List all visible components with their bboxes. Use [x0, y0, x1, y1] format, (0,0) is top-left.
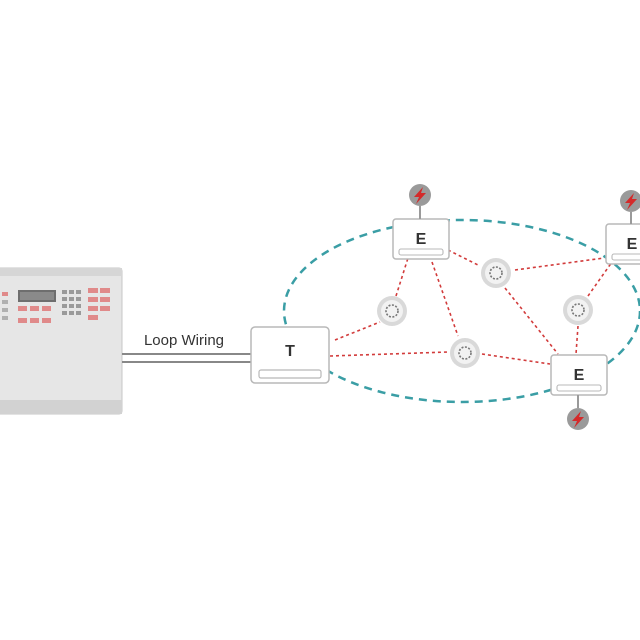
link-detector-top-expander-right [514, 257, 605, 271]
expander-label: E [627, 236, 638, 253]
smoke-detector-icon [481, 258, 511, 288]
link-detector-middle-expander-bottom [481, 353, 551, 365]
expander-node-right: E [605, 223, 640, 265]
loop-wiring [122, 353, 252, 363]
link-translator-detector-left [334, 321, 381, 341]
link-expander-top-detector-middle [431, 261, 459, 337]
link-detector-right-expander-right [587, 261, 613, 297]
lightning-bolt-icon [620, 190, 640, 224]
expander-label: E [416, 231, 427, 248]
panel-buttons [2, 288, 110, 323]
link-expander-top-detector-top [447, 249, 481, 267]
expander-node-top: E [392, 218, 450, 260]
wireless-loop [282, 218, 640, 404]
panel-keypad [62, 290, 81, 315]
link-translator-detector-middle [329, 351, 449, 357]
smoke-detector-icon [450, 338, 480, 368]
expander-node-bottom: E [550, 354, 608, 396]
lightning-bolt-icon [567, 395, 589, 430]
loop-wiring-label: Loop Wiring [144, 332, 224, 349]
smoke-detector-icon [563, 295, 593, 325]
panel-lcd [18, 290, 56, 302]
expander-label: E [574, 367, 585, 384]
smoke-detector-icon [377, 296, 407, 326]
link-detector-top-expander-bottom [504, 287, 559, 355]
link-detector-left-expander-top [395, 257, 409, 297]
mesh-links [329, 249, 613, 365]
translator-label: T [285, 343, 295, 360]
lightning-bolt-icon [409, 184, 431, 219]
control-panel [0, 267, 123, 415]
link-detector-right-expander-bottom [575, 325, 579, 355]
translator-node: T [250, 326, 330, 384]
